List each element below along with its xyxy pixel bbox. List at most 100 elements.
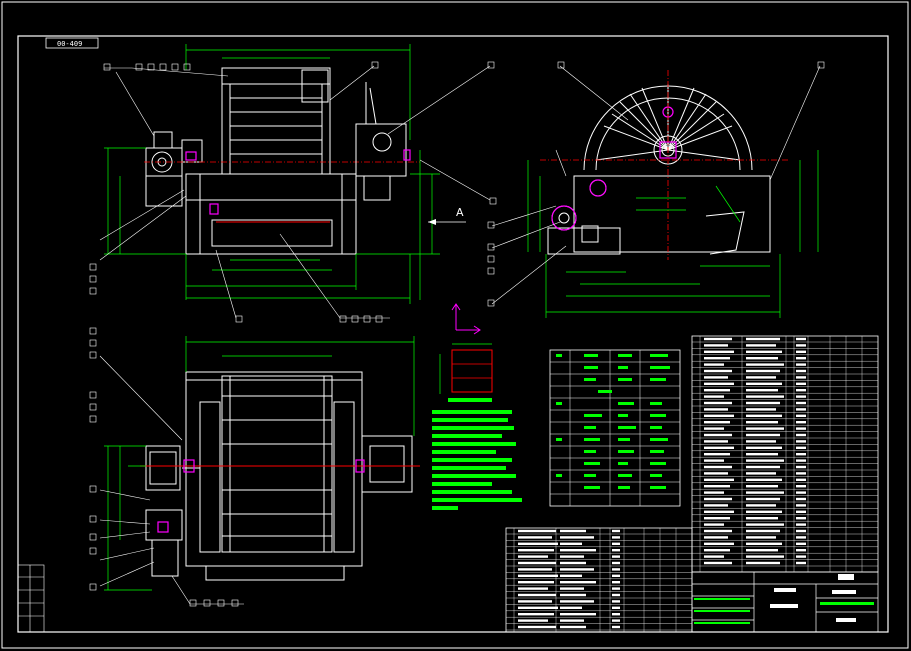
table-entry-mark bbox=[704, 453, 730, 456]
table-entry-mark bbox=[560, 542, 582, 545]
table-entry-mark bbox=[796, 561, 806, 565]
table-entry-mark bbox=[704, 357, 730, 360]
table-entry-mark bbox=[560, 568, 594, 571]
table-entry-mark bbox=[796, 357, 806, 360]
table-entry-mark bbox=[746, 337, 780, 341]
table-entry-mark bbox=[796, 504, 806, 507]
table-entry-mark bbox=[560, 587, 584, 590]
table-entry-mark bbox=[612, 561, 620, 565]
table-entry-mark bbox=[704, 472, 728, 475]
table-entry-mark bbox=[704, 350, 734, 353]
table-entry-mark bbox=[704, 523, 724, 526]
front-dimensions bbox=[104, 44, 440, 304]
plan-callouts bbox=[89, 327, 239, 607]
table-entry-mark bbox=[704, 440, 728, 443]
table-entry-mark bbox=[518, 606, 558, 609]
table-entry-mark bbox=[746, 427, 784, 430]
table-entry-mark bbox=[704, 504, 728, 507]
front-callouts bbox=[89, 61, 497, 323]
table-entry-mark bbox=[704, 549, 730, 552]
table-entry-mark bbox=[612, 581, 620, 584]
front-leaders bbox=[99, 65, 491, 319]
table-entry-mark bbox=[746, 433, 780, 437]
table-entry-mark bbox=[796, 440, 806, 443]
table-entry-mark bbox=[704, 344, 728, 347]
table-entry-mark bbox=[612, 555, 620, 558]
title-block-text bbox=[770, 574, 856, 622]
side-base bbox=[547, 175, 771, 255]
table-entry-mark bbox=[796, 408, 806, 411]
plan-dimensions bbox=[104, 336, 415, 591]
plan-highlights bbox=[157, 459, 365, 533]
title-block-green bbox=[694, 598, 874, 624]
title-block bbox=[691, 571, 879, 633]
plan-left-drive bbox=[145, 445, 200, 577]
table-entry-mark bbox=[560, 619, 584, 622]
table-entry-mark bbox=[612, 587, 620, 590]
front-view: A bbox=[89, 44, 497, 323]
table-entry-mark bbox=[704, 363, 724, 366]
view-arrowhead bbox=[428, 219, 436, 225]
table-entry-mark bbox=[796, 478, 806, 481]
table-entry-mark bbox=[704, 485, 730, 488]
table-entry-mark bbox=[518, 555, 548, 558]
plan-right-brake bbox=[354, 435, 413, 493]
technical-notes bbox=[432, 398, 522, 510]
table-entry-mark bbox=[746, 504, 776, 507]
plan-view bbox=[89, 327, 420, 607]
table-entry-mark bbox=[704, 491, 724, 494]
table-entry-mark bbox=[796, 389, 806, 392]
table-entry-mark bbox=[796, 369, 806, 373]
table-entry-mark bbox=[704, 408, 728, 411]
side-callouts bbox=[487, 61, 825, 307]
table-entry-mark bbox=[704, 401, 732, 405]
drawing-code-label: 00-409 bbox=[57, 40, 82, 48]
table-entry-mark bbox=[704, 510, 734, 513]
table-entry-mark bbox=[746, 472, 776, 475]
table-entry-mark bbox=[560, 600, 594, 603]
table-entry-mark bbox=[518, 587, 548, 590]
table-entry-mark bbox=[704, 529, 732, 533]
lower-parts-list bbox=[505, 527, 693, 633]
right-brake-assembly bbox=[355, 82, 407, 201]
table-entry-mark bbox=[704, 459, 724, 462]
table-entry-mark bbox=[612, 574, 620, 577]
table-entry-mark bbox=[746, 382, 782, 385]
table-entry-mark bbox=[518, 574, 558, 577]
table-entry-mark bbox=[612, 606, 620, 609]
table-entry-mark bbox=[612, 542, 620, 545]
table-entry-mark bbox=[612, 619, 620, 622]
table-entry-mark bbox=[796, 433, 806, 437]
table-entry-mark bbox=[560, 549, 596, 552]
table-entry-mark bbox=[560, 593, 586, 597]
table-entry-mark bbox=[704, 421, 730, 424]
table-entry-mark bbox=[746, 465, 780, 469]
table-entry-mark bbox=[746, 536, 776, 539]
table-entry-mark bbox=[796, 382, 806, 385]
table-entry-mark bbox=[746, 408, 776, 411]
detail-block bbox=[439, 343, 493, 394]
table-entry-mark bbox=[796, 459, 806, 462]
table-entry-mark bbox=[560, 561, 586, 565]
table-entry-mark bbox=[796, 427, 806, 430]
table-entry-mark bbox=[796, 395, 806, 398]
table-entry-mark bbox=[560, 536, 594, 539]
table-entry-mark bbox=[746, 542, 782, 545]
table-entry-mark bbox=[746, 459, 784, 462]
table-entry-mark bbox=[796, 536, 806, 539]
table-entry-mark bbox=[796, 491, 806, 494]
table-entry-mark bbox=[518, 619, 548, 622]
table-entry-mark bbox=[518, 549, 554, 552]
table-entry-mark bbox=[518, 625, 556, 629]
table-entry-mark bbox=[746, 440, 776, 443]
table-entry-mark bbox=[704, 478, 734, 481]
table-entry-mark bbox=[704, 376, 728, 379]
table-entry-mark bbox=[704, 561, 732, 565]
table-entry-mark bbox=[796, 549, 806, 552]
table-entry-mark bbox=[796, 350, 806, 353]
table-entry-mark bbox=[560, 625, 586, 629]
table-entry-mark bbox=[796, 344, 806, 347]
table-entry-mark bbox=[704, 542, 734, 545]
table-entry-mark bbox=[796, 465, 806, 469]
